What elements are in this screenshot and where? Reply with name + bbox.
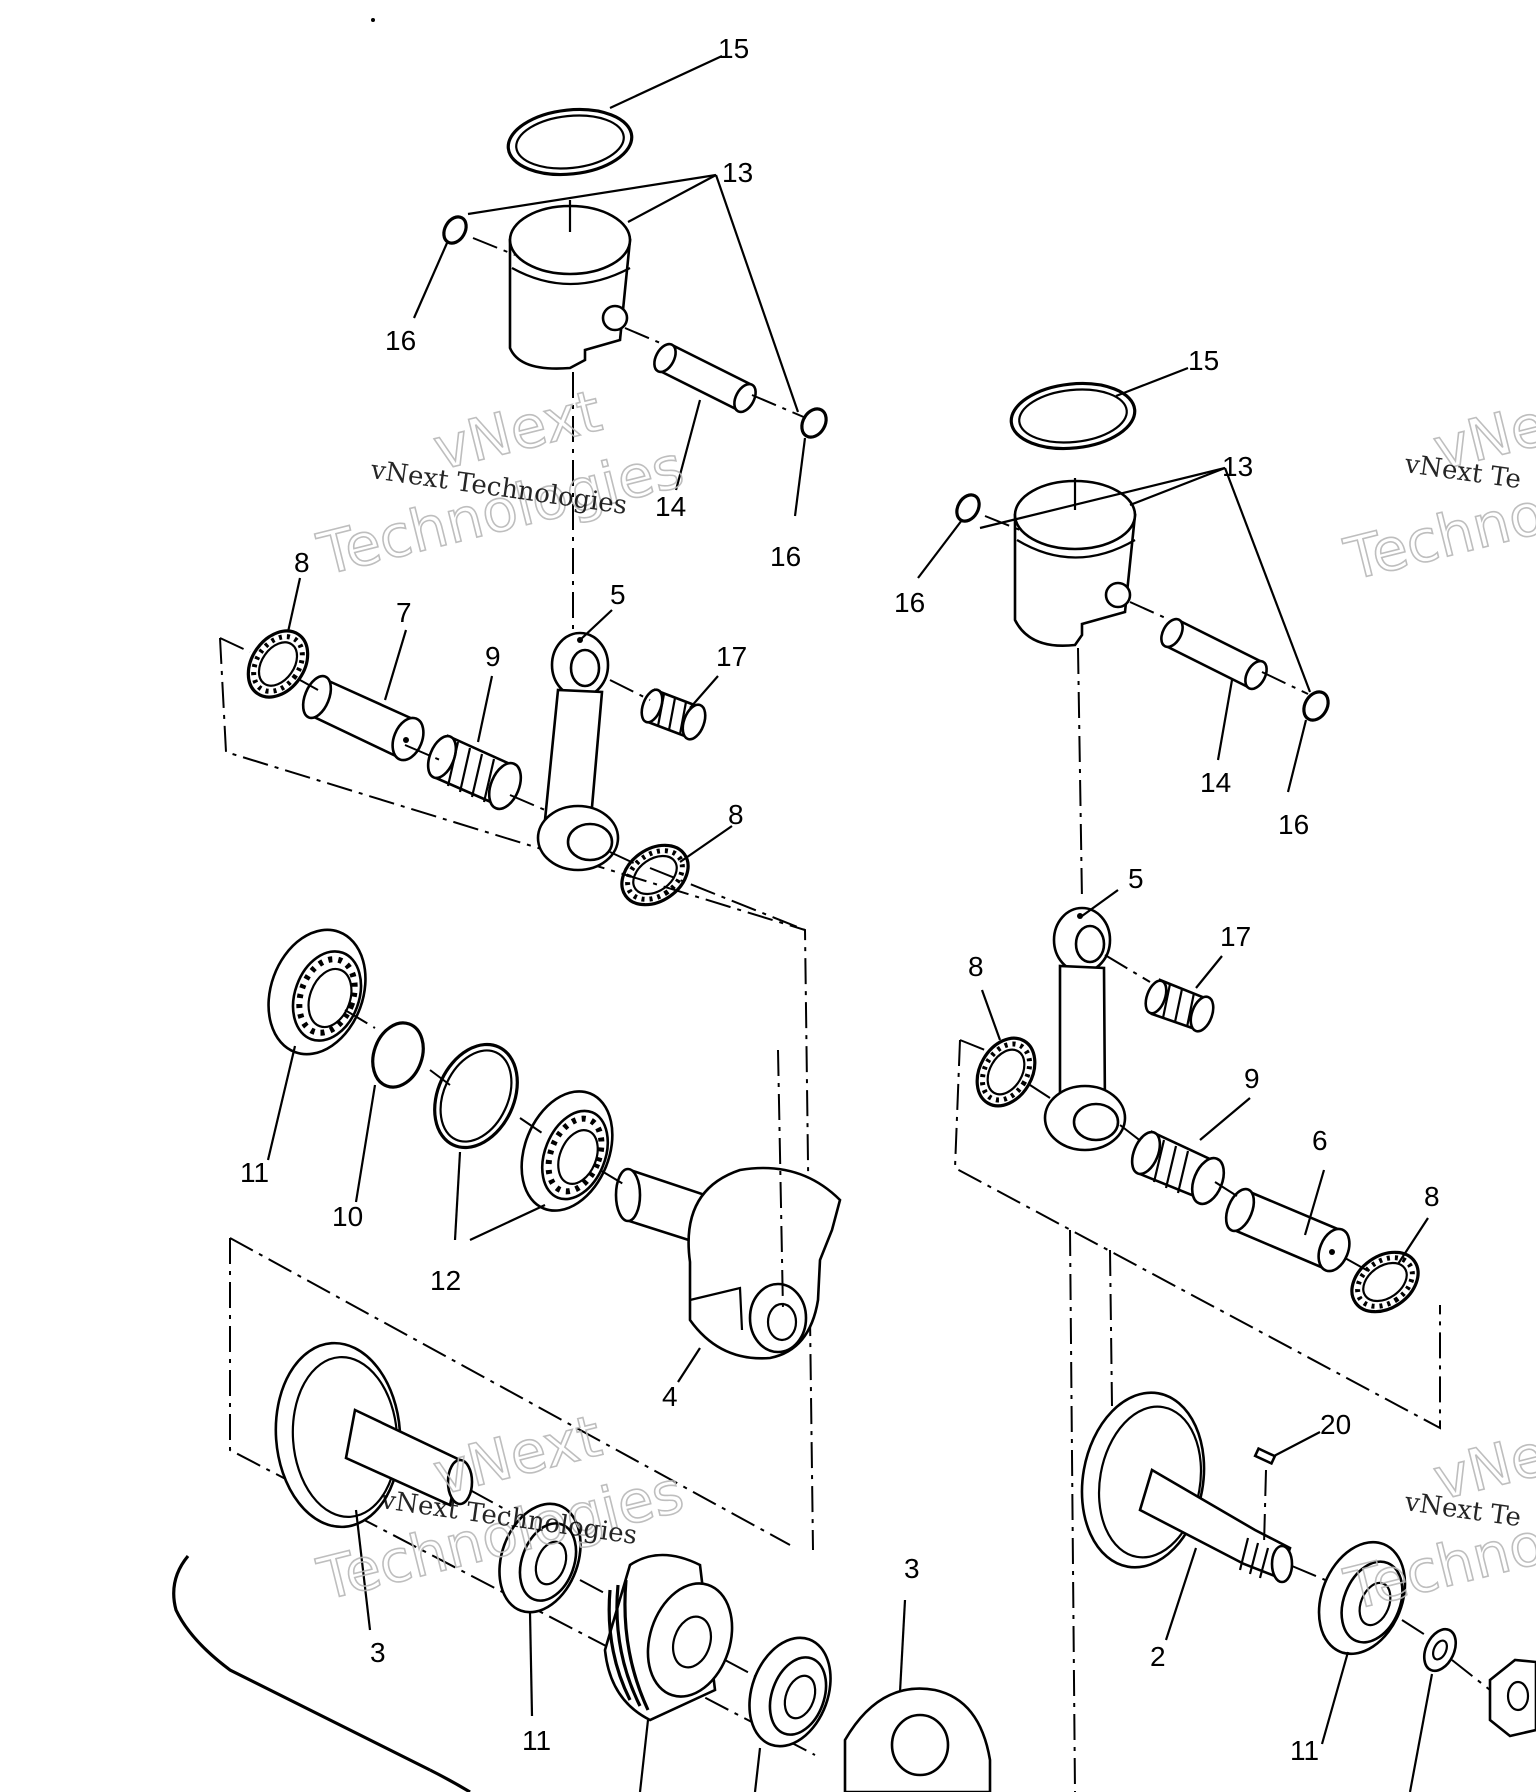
- callout-20: 20: [1320, 1409, 1351, 1440]
- stray-mark: [371, 18, 375, 22]
- callout-8-right-a: 8: [968, 951, 984, 982]
- piston-right: [1013, 478, 1137, 647]
- callout-14-right: 14: [1200, 767, 1231, 798]
- leader-lines-left-lower: [266, 1009, 784, 1383]
- leader-lines-right-middle: [980, 889, 1429, 1273]
- needle-bearing-left-large: [426, 734, 523, 811]
- thrust-washer-right-b: [1350, 1250, 1420, 1314]
- callout-16-left-a: 16: [385, 325, 416, 356]
- watermark-right-upper: vNe Techno vNext Te: [1337, 389, 1536, 594]
- circlip-right-a: [955, 493, 981, 523]
- leader-lines-left-top: [412, 55, 807, 630]
- woodruff-key: [1253, 1446, 1277, 1466]
- watermark-upper: vNext Technologies vNext Technologies: [310, 376, 691, 590]
- bracket-right-conrod: [953, 1039, 1441, 1792]
- leader-lines-left-middle: [286, 577, 733, 867]
- crank-pin-left: [301, 674, 425, 762]
- thrust-washer-left-a: [246, 629, 310, 699]
- crank-wheel-left: [274, 1341, 474, 1529]
- piston-ring-left: [506, 107, 634, 177]
- callout-11-right: 11: [1290, 1735, 1319, 1766]
- callout-9-left: 9: [485, 641, 501, 672]
- callout-15-left: 15: [718, 33, 749, 64]
- watermark-right-lower: vNe Techno vNext Te: [1337, 1419, 1536, 1624]
- callout-8-left-a: 8: [294, 547, 310, 578]
- leader-lines-right-top: [917, 366, 1312, 901]
- circlip-right-b: [1302, 690, 1330, 722]
- seal-labyrinth-left: [603, 1553, 734, 1722]
- lock-washer-right: [1422, 1627, 1458, 1673]
- crankshaft-right-half: [1080, 1391, 1294, 1584]
- callout-14-left: 14: [655, 491, 686, 522]
- callout-7: 7: [396, 597, 412, 628]
- callout-11-left-a: 11: [240, 1157, 269, 1188]
- crank-pin-right: [1224, 1187, 1351, 1273]
- connecting-rod-right: [1043, 906, 1127, 1152]
- needle-bearing-left-small: [640, 688, 707, 741]
- connecting-rod-left: [536, 631, 620, 872]
- callout-13-left: 13: [722, 157, 753, 188]
- callout-8-right-b: 8: [1424, 1181, 1440, 1212]
- thrust-washer-right-a: [975, 1036, 1037, 1108]
- piston-left: [508, 200, 632, 370]
- thrust-washer-left-b: [620, 843, 690, 907]
- callout-9-right: 9: [1244, 1063, 1260, 1094]
- crank-nut-right: [1488, 1658, 1536, 1738]
- needle-bearing-right-small: [1144, 978, 1215, 1033]
- main-bearing-right: [1317, 1540, 1407, 1656]
- callout-numbers: 15 13 16 16 14 8 7 9 5 17 8 11 10 12 4 3…: [240, 33, 1440, 1766]
- leader-lines-right-bottom: [1164, 1431, 1491, 1792]
- watermark-right-upper-bottom: Techno: [1338, 479, 1536, 594]
- piston-pin-left: [653, 342, 757, 414]
- callout-3-left: 3: [370, 1637, 386, 1668]
- callout-3-center: 3: [904, 1553, 920, 1584]
- piston-ring-right: [1009, 381, 1137, 451]
- circlip-left-b: [800, 407, 828, 439]
- callout-16-left-b: 16: [770, 541, 801, 572]
- needle-bearing-right-large: [1130, 1130, 1226, 1206]
- snap-ring-left: [371, 1021, 425, 1089]
- callout-11-left-b: 11: [522, 1725, 551, 1756]
- crankshaft-left-half: [614, 1166, 842, 1360]
- main-bearing-left-c: [498, 1502, 582, 1614]
- main-bearing-left-b: [520, 1090, 614, 1212]
- callout-8-left-b: 8: [728, 799, 744, 830]
- callout-2: 2: [1150, 1641, 1166, 1672]
- callout-13-right: 13: [1222, 451, 1253, 482]
- callout-10: 10: [332, 1201, 363, 1232]
- callout-6: 6: [1312, 1125, 1328, 1156]
- callout-5-right: 5: [1128, 863, 1144, 894]
- callout-16-right-b: 16: [1278, 809, 1309, 840]
- main-bearing-left-d: [748, 1636, 832, 1748]
- callout-12: 12: [430, 1265, 461, 1296]
- piston-pin-right: [1160, 617, 1268, 691]
- leader-lines-left-bottom: [354, 1489, 907, 1792]
- crank-wheel-center: [843, 1687, 992, 1792]
- callout-5-left: 5: [610, 579, 626, 610]
- callout-16-right-a: 16: [894, 587, 925, 618]
- main-bearing-left-a: [267, 928, 367, 1056]
- oil-line-left: [172, 1554, 471, 1792]
- callout-15-right: 15: [1188, 345, 1219, 376]
- callout-4: 4: [662, 1381, 678, 1412]
- callout-17-left: 17: [716, 641, 747, 672]
- callout-17-right: 17: [1220, 921, 1251, 952]
- circlip-left-a: [442, 215, 468, 245]
- retainer-ring-left: [433, 1042, 519, 1150]
